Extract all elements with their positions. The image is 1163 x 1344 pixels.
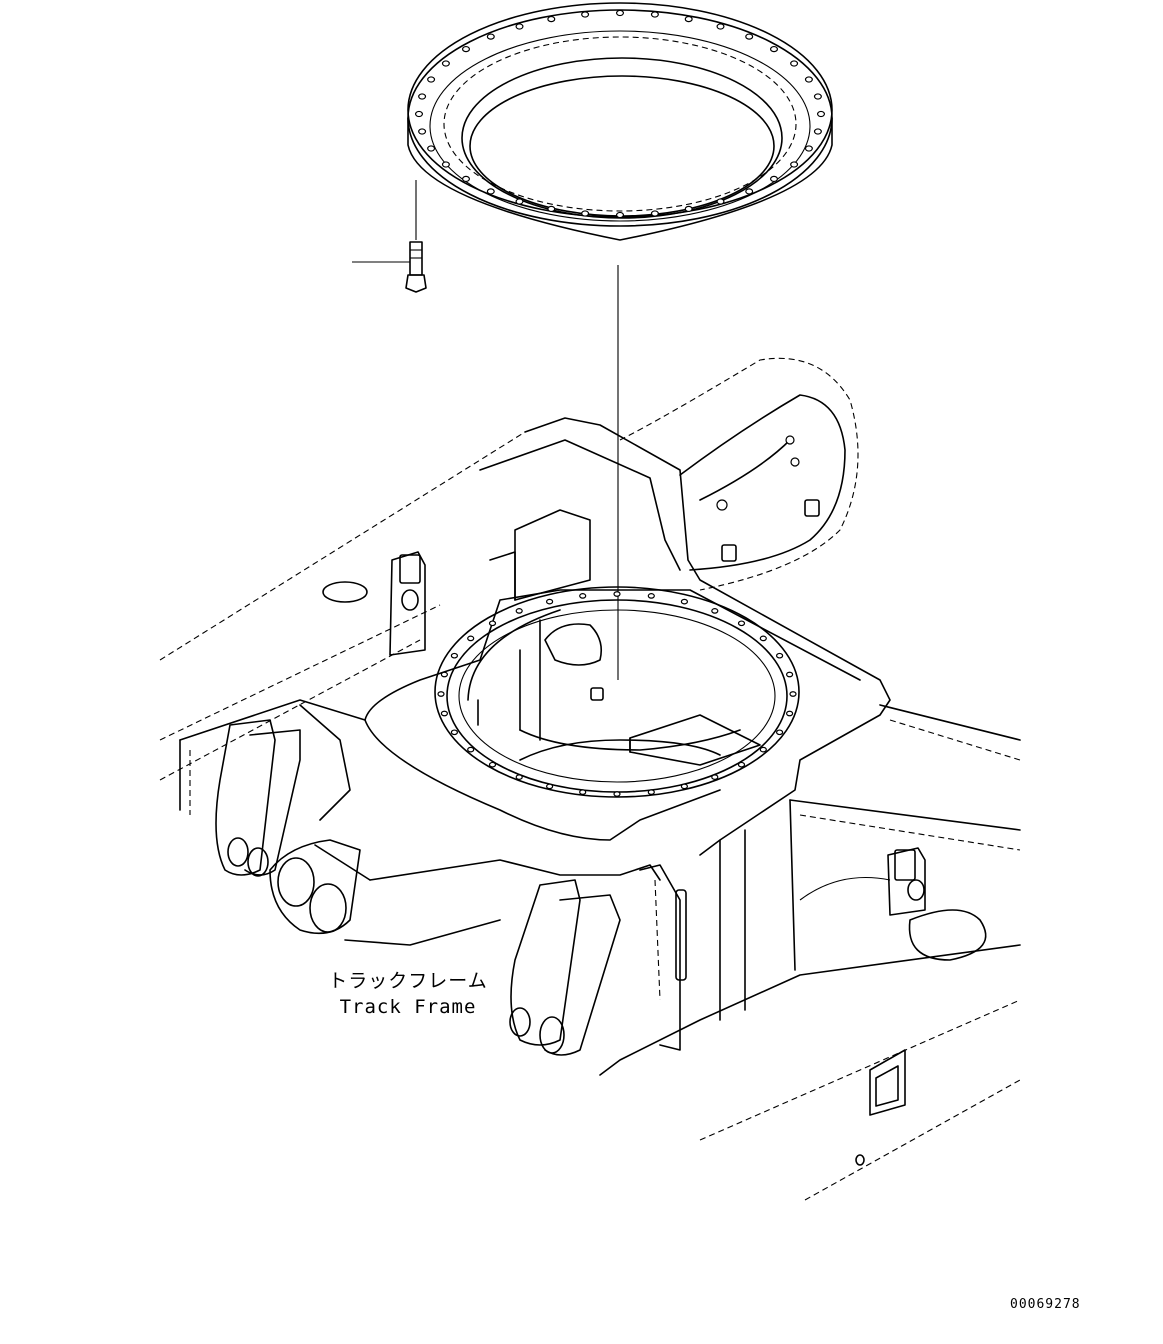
bolt-hole [745,33,754,40]
bolt-hole [427,145,436,152]
bolt-hole [488,620,497,627]
bolt-hole [716,23,725,30]
bolt-hole [515,23,524,30]
bolt-hole [769,175,778,183]
bolt-hole [467,746,475,753]
bolt-hole [716,198,725,205]
bolt-hole [647,789,655,795]
bolt-hole [804,76,813,83]
bolt-hole [650,210,659,217]
bolt-hole [515,198,524,205]
bolt-hole [790,60,799,67]
bolt-hole [813,93,822,100]
bolt-hole [711,608,719,614]
bolt-hole [769,45,778,53]
bolt-hole [775,729,784,736]
bolt-hole [789,691,797,697]
bolt-hole [711,774,719,780]
bolt-hole [581,210,590,217]
bolt-hole [418,128,427,135]
bolt-hole [581,11,590,18]
bolt-hole [547,15,556,23]
left-bracket [322,551,426,656]
bolt-hole [462,175,471,183]
bolt-hole [737,761,746,768]
bolt-hole [486,188,495,195]
bolt-hole [579,789,587,795]
frame-bolt-holes [437,591,797,797]
bolt-hole [785,710,794,717]
bolt-hole [467,635,475,642]
bolt-hole [440,671,448,678]
bolt-hole [804,145,813,152]
bolt-hole [547,205,556,213]
track-frame-label-jp: トラックフレーム [328,970,488,992]
bolt-hole [450,729,458,736]
bolt-hole [418,93,427,100]
bolt-hole [613,591,621,597]
bolt-hole [415,110,424,118]
drawing-number: 00069278 [1010,1297,1081,1312]
bolt-hole [486,33,495,40]
bolt-hole [775,652,784,659]
bolt-hole [515,774,523,780]
bolt-hole [440,710,448,717]
bolt-hole [680,598,689,605]
right-bracket [799,847,987,961]
bolt-hole [813,128,822,135]
bolt-hole [759,746,767,753]
bolt-hole [790,161,799,168]
bolt-hole [737,620,746,627]
bolt-hole [650,11,659,18]
bolt-hole [647,593,655,599]
bolt-hole [437,691,445,697]
bolt-hole [545,783,554,790]
bolt-hole [450,652,458,659]
bolt-hole [759,635,767,642]
bolt-hole [680,783,689,790]
bolt-hole [441,161,450,168]
bolt-hole [462,45,471,53]
bolt-hole [684,205,693,213]
swing-circle-ring [407,2,833,241]
bolt-hole [684,15,693,23]
bolt-hole [488,761,497,768]
bolt-hole [615,9,624,17]
bolt-hole [613,791,621,797]
bolt-hole [515,608,523,614]
ring-bolt-holes [415,9,825,219]
bolt-hole [615,211,624,219]
bolt-hole [441,60,450,67]
track-frame-label-en: Track Frame [339,996,477,1018]
bolt-hole [427,76,436,83]
bolt-hole [816,110,825,118]
bolt-hole [579,593,587,599]
bolt-hole [745,188,754,195]
mounting-bolt [352,180,427,293]
bolt-hole [785,671,794,678]
track-frame [159,357,1021,1201]
bolt-hole [545,598,554,605]
